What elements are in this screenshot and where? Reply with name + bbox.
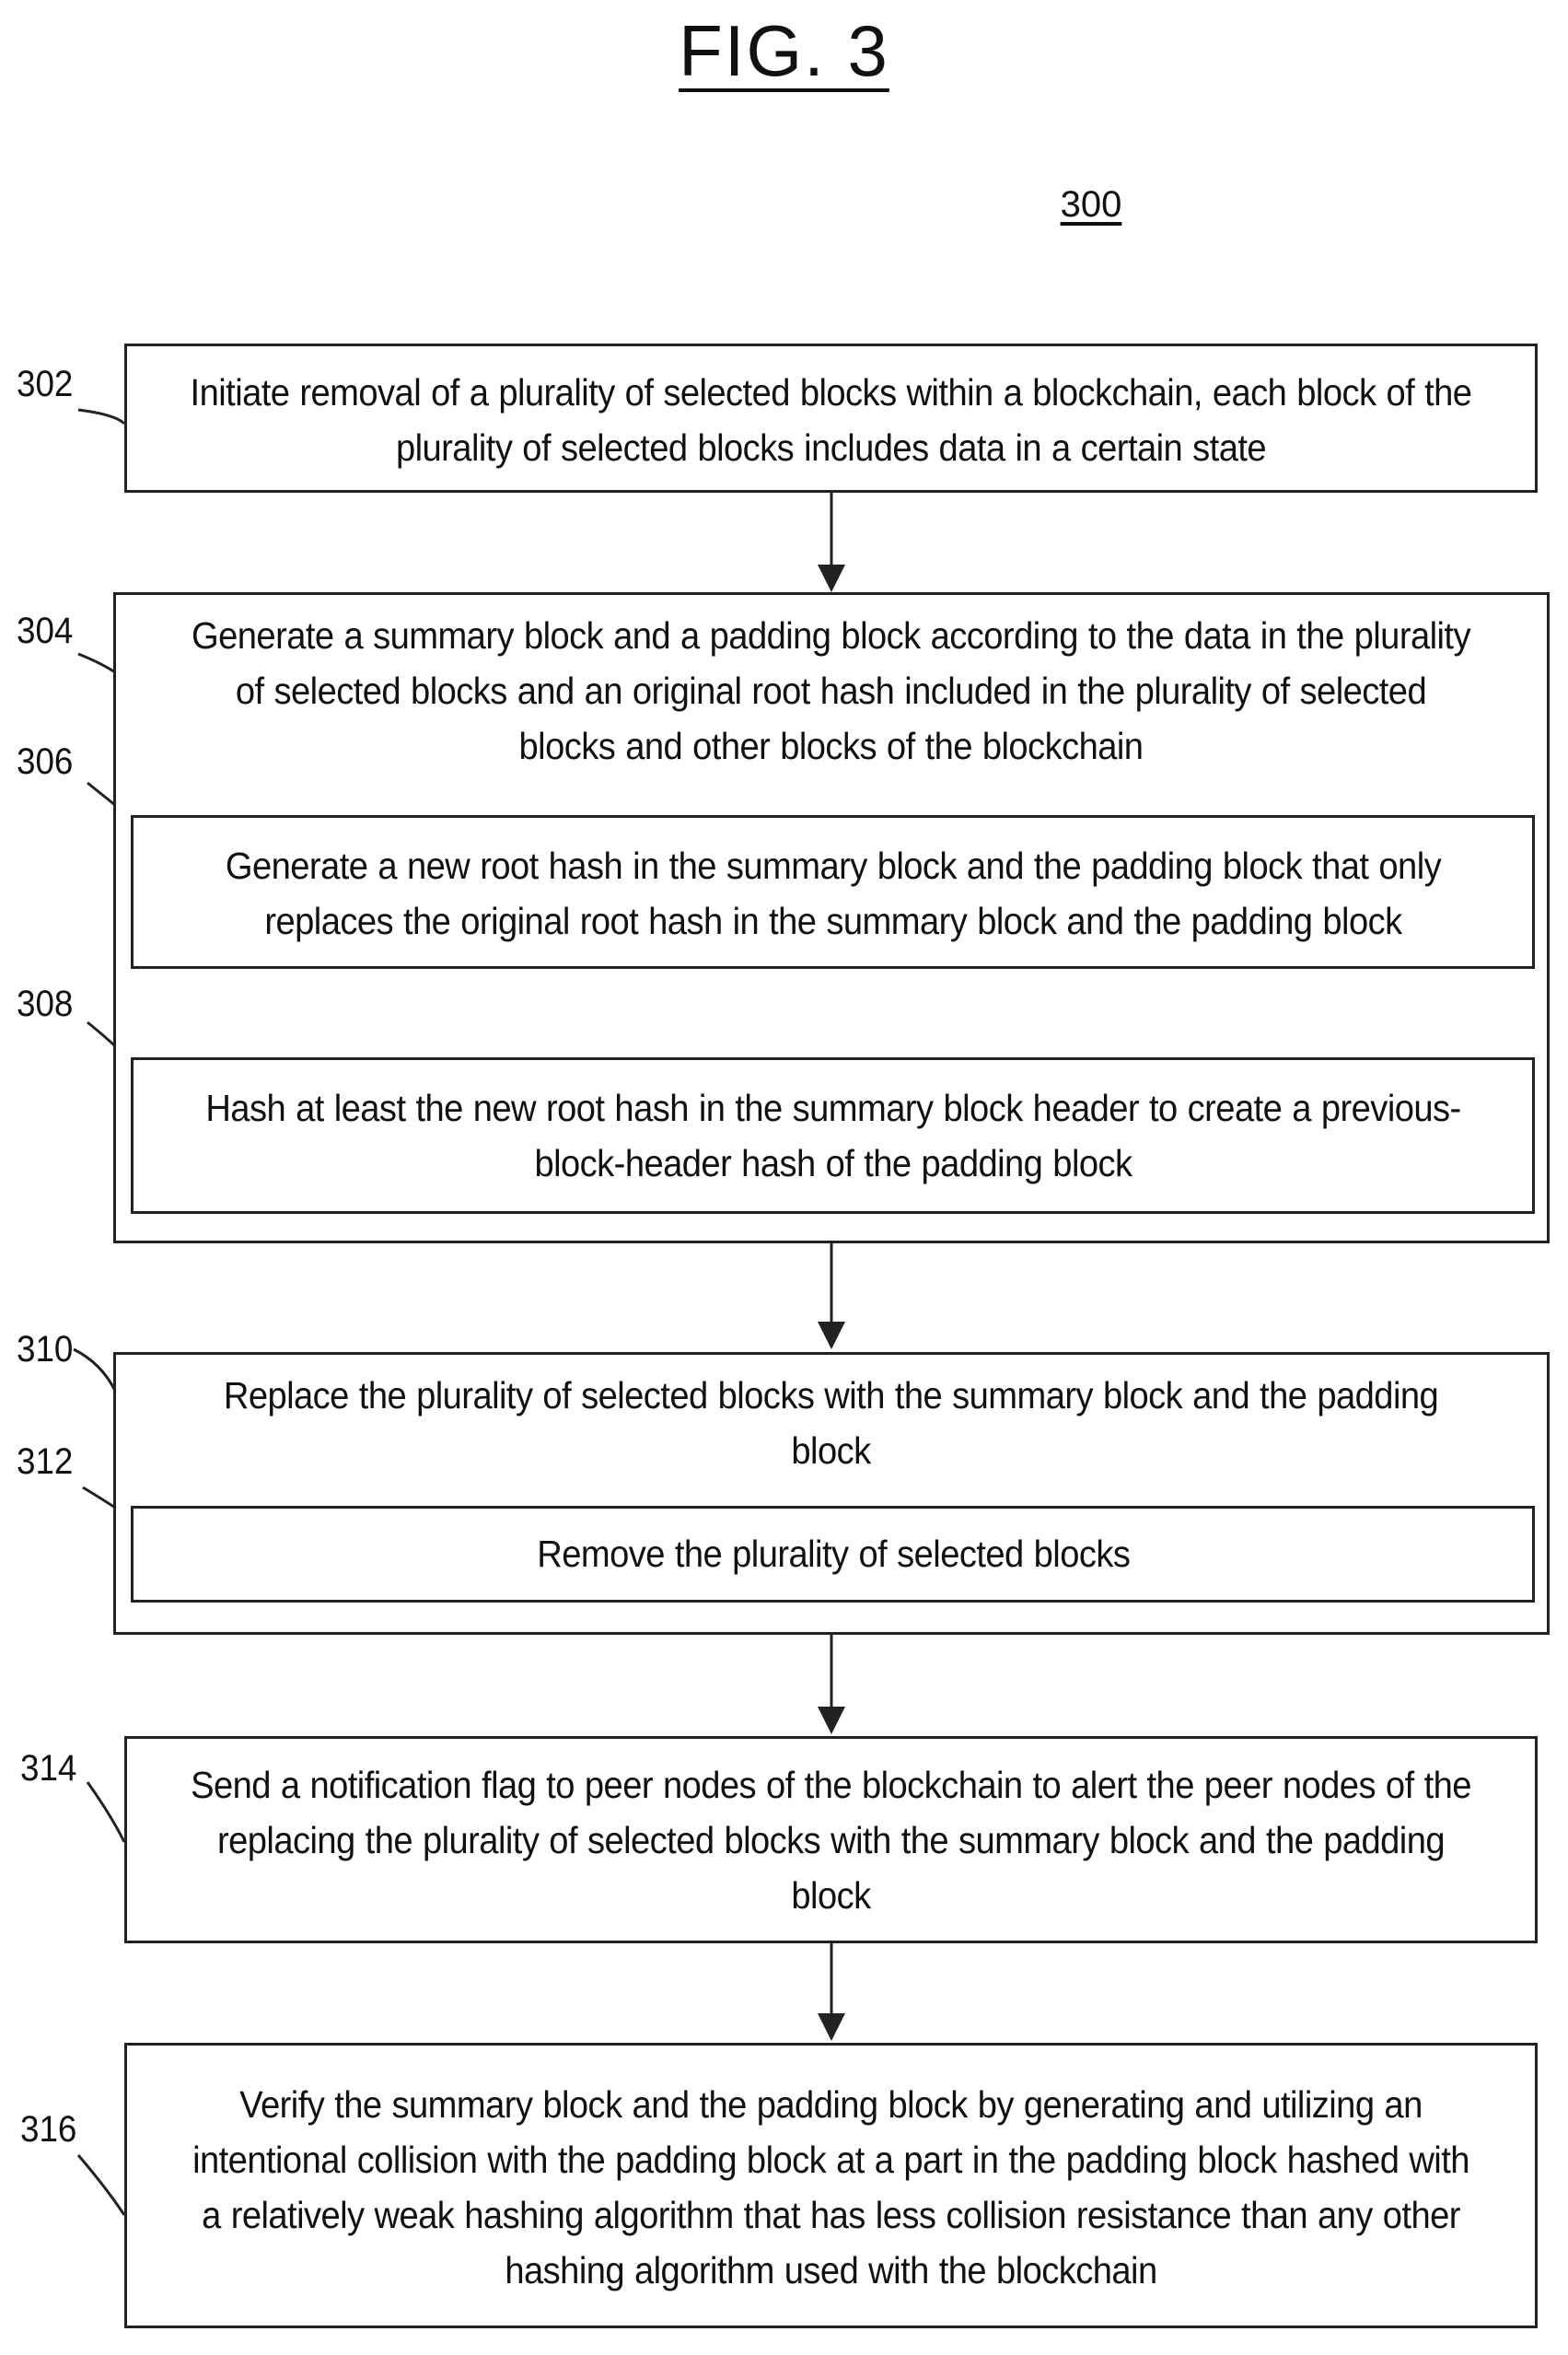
leader-304 xyxy=(78,654,115,672)
step-306-text: Generate a new root hash in the summary … xyxy=(143,838,1524,949)
ref-304: 304 xyxy=(17,611,73,652)
leader-302 xyxy=(78,410,124,424)
ref-314: 314 xyxy=(20,1748,76,1790)
step-314-text: Send a notification flag to peer nodes o… xyxy=(134,1757,1528,1923)
step-312-text: Remove the plurality of selected blocks xyxy=(143,1526,1524,1581)
ref-308: 308 xyxy=(17,984,73,1025)
ref-310: 310 xyxy=(17,1329,73,1370)
ref-316: 316 xyxy=(20,2109,76,2151)
ref-312: 312 xyxy=(17,1441,73,1483)
leader-316 xyxy=(78,2155,124,2215)
leader-314 xyxy=(87,1782,124,1842)
step-308-text: Hash at least the new root hash in the s… xyxy=(143,1080,1524,1191)
step-302-text: Initiate removal of a plurality of selec… xyxy=(134,365,1528,475)
step-310-text: Replace the plurality of selected blocks… xyxy=(138,1368,1524,1478)
ref-306: 306 xyxy=(17,741,73,783)
step-316-text: Verify the summary block and the padding… xyxy=(134,2077,1528,2298)
leader-310 xyxy=(74,1349,115,1391)
ref-302: 302 xyxy=(17,364,73,405)
step-304-text: Generate a summary block and a padding b… xyxy=(138,608,1524,774)
